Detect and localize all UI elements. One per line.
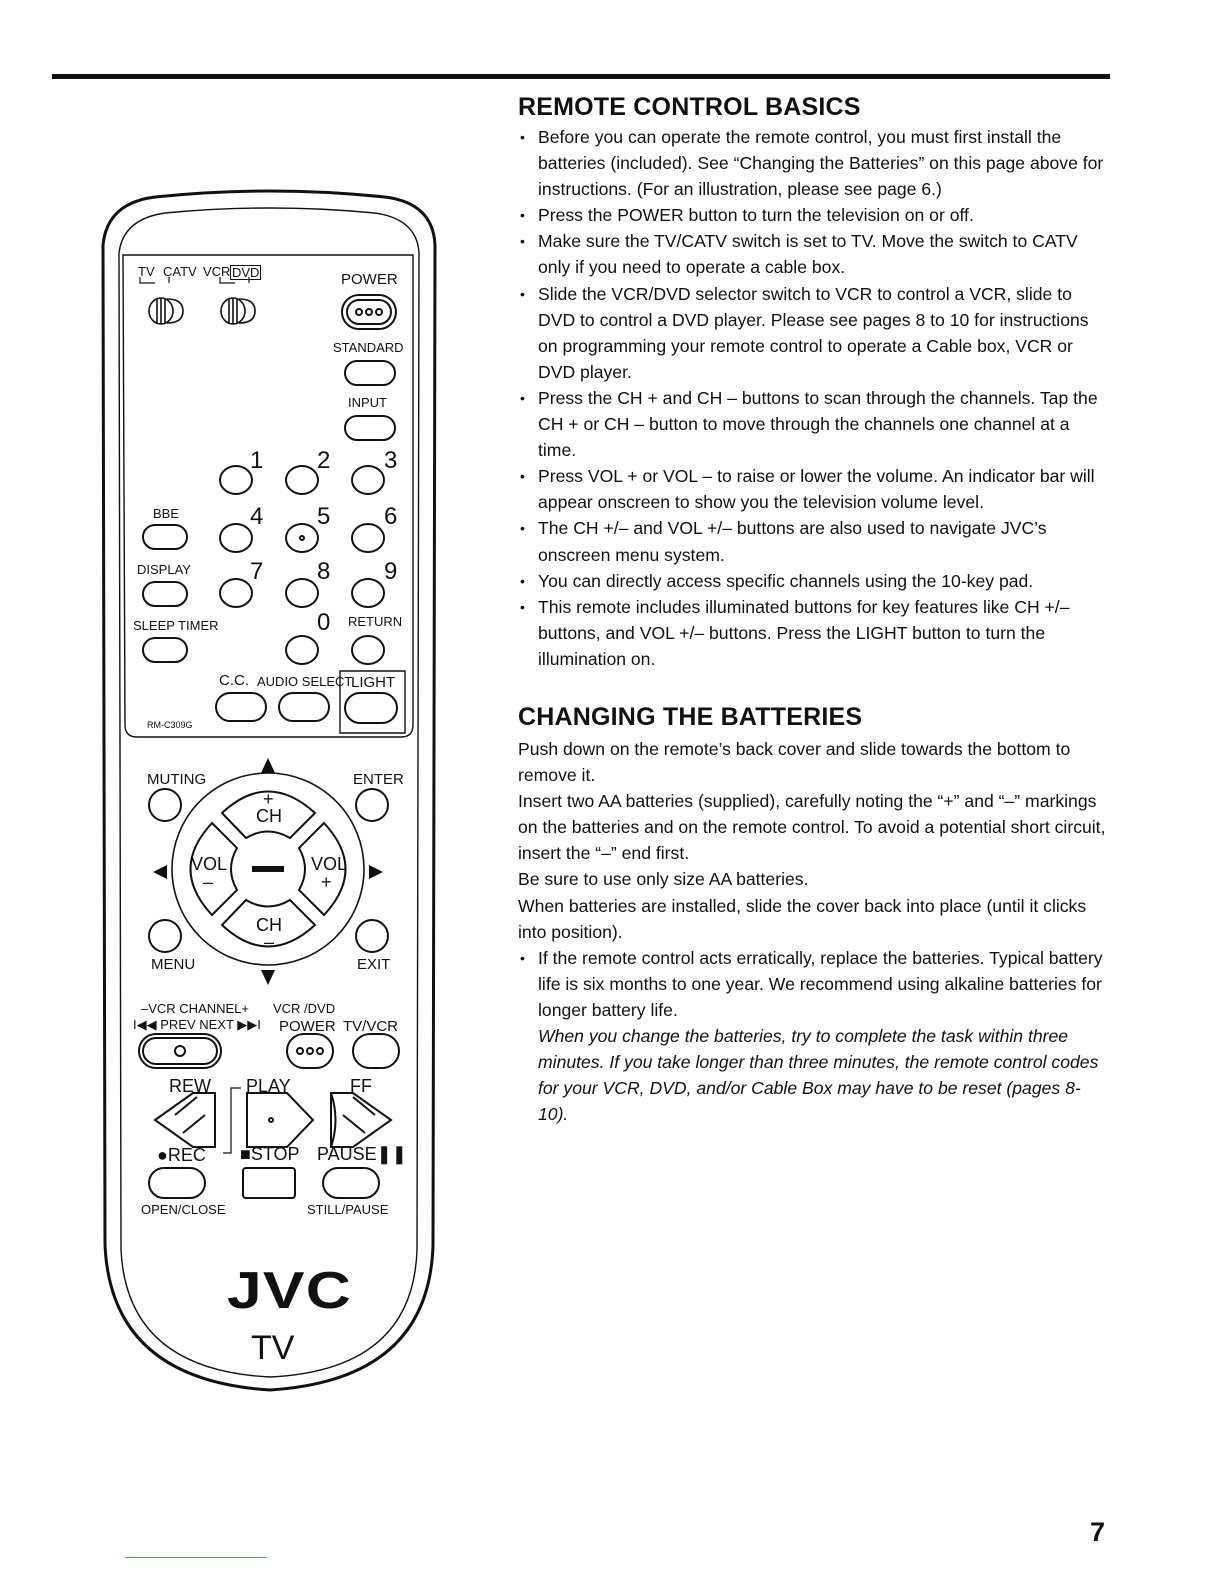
audio-select-label: AUDIO SELECT — [257, 674, 353, 689]
digit-9: 9 — [384, 558, 398, 585]
remote-outline — [101, 189, 437, 1392]
vol-minus-sign: – — [203, 872, 214, 892]
rec-label: ●REC — [157, 1145, 206, 1165]
remote-control-illustration: TV CATV VCR DVD POWER STANDARD INPUT 1 2… — [95, 185, 445, 1395]
vcr-power-label: POWER — [279, 1018, 336, 1035]
tv-vcr-label: TV/VCR — [343, 1018, 399, 1035]
prev-next-label: I◀◀ PREV NEXT ▶▶I — [133, 1017, 261, 1032]
remote-basics-heading: REMOTE CONTROL BASICS — [518, 93, 861, 121]
model-label: RM-C309G — [147, 720, 193, 730]
remote-basics-list: Before you can operate the remote contro… — [518, 124, 1110, 672]
ff-label: FF — [350, 1076, 372, 1096]
batteries-list: If the remote control acts erratically, … — [518, 945, 1110, 1023]
play-label: PLAY — [246, 1076, 291, 1096]
cc-label: C.C. — [219, 672, 249, 689]
digit-8: 8 — [317, 558, 331, 585]
list-item: Make sure the TV/CATV switch is set to T… — [518, 228, 1110, 280]
list-item: This remote includes illuminated buttons… — [518, 594, 1110, 672]
batteries-heading: CHANGING THE BATTERIES — [518, 702, 863, 731]
digit-5: 5 — [317, 503, 331, 530]
list-item: Press the CH + and CH – buttons to scan … — [518, 385, 1110, 463]
digit-0: 0 — [317, 609, 331, 636]
digit-1: 1 — [250, 447, 264, 474]
still-pause-label: STILL/PAUSE — [307, 1202, 389, 1217]
enter-label: ENTER — [353, 771, 404, 788]
list-item: If the remote control acts erratically, … — [518, 945, 1110, 1023]
digit-2: 2 — [317, 447, 331, 474]
muting-label: MUTING — [147, 771, 207, 788]
device-label: TV — [251, 1329, 295, 1367]
ch-down-label: CH — [256, 915, 282, 935]
digit-7: 7 — [250, 558, 264, 585]
open-close-label: OPEN/CLOSE — [141, 1202, 226, 1217]
ch-up-label: CH — [256, 806, 282, 826]
switch-label-tv: TV — [138, 264, 155, 279]
vcr-channel-label: –VCR CHANNEL+ — [141, 1001, 250, 1016]
list-item: The CH +/– and VOL +/– buttons are also … — [518, 515, 1110, 567]
brand-logo: JVC — [227, 1262, 352, 1320]
input-label: INPUT — [348, 395, 387, 410]
text-column: REMOTE CONTROL BASICS Before you can ope… — [518, 92, 1110, 1127]
return-label: RETURN — [348, 614, 403, 629]
ch-minus-sign: – — [264, 932, 275, 952]
pause-label: PAUSE❚❚ — [317, 1144, 407, 1164]
batteries-paragraph: When batteries are installed, slide the … — [518, 895, 1087, 942]
digit-4: 4 — [250, 503, 264, 530]
digit-6: 6 — [384, 503, 398, 530]
page-number: 7 — [1090, 1517, 1106, 1547]
switch-label-vcr: VCR — [203, 264, 231, 279]
exit-label: EXIT — [357, 956, 391, 973]
rew-label: REW — [169, 1076, 211, 1096]
switch-label-catv: CATV — [163, 264, 197, 279]
stop-label: ■STOP — [240, 1144, 300, 1164]
display-label: DISPLAY — [137, 562, 191, 577]
switch-label-dvd: DVD — [230, 265, 262, 280]
list-item: You can directly access specific channel… — [518, 568, 1110, 594]
bbe-label: BBE — [153, 506, 180, 521]
batteries-section: CHANGING THE BATTERIES Push down on the … — [518, 702, 1110, 1127]
top-rule — [52, 74, 1110, 79]
ch-plus-sign: + — [263, 789, 274, 809]
vol-right-label: VOL — [311, 854, 348, 874]
vol-plus-sign: + — [321, 872, 332, 892]
footer-line — [125, 1557, 267, 1558]
vol-left-label: VOL — [191, 854, 228, 874]
batteries-paragraph: Insert two AA batteries (supplied), care… — [518, 791, 1106, 864]
standard-label: STANDARD — [333, 340, 404, 355]
list-item: Press VOL + or VOL – to raise or lower t… — [518, 463, 1110, 515]
vcr-dvd-label: VCR /DVD — [273, 1001, 336, 1016]
sleep-timer-label: SLEEP TIMER — [133, 618, 219, 633]
batteries-paragraph: Be sure to use only size AA batteries. — [518, 869, 809, 890]
list-item: Before you can operate the remote contro… — [518, 124, 1110, 202]
list-item: Press the POWER button to turn the telev… — [518, 202, 1110, 228]
menu-label: MENU — [151, 956, 196, 973]
power-label: POWER — [341, 271, 398, 288]
digit-3: 3 — [384, 447, 398, 474]
batteries-paragraph: Push down on the remote’s back cover and… — [518, 738, 1071, 786]
light-label: LIGHT — [351, 674, 396, 691]
batteries-note: When you change the batteries, try to co… — [538, 1026, 1099, 1125]
list-item: Slide the VCR/DVD selector switch to VCR… — [518, 281, 1110, 385]
